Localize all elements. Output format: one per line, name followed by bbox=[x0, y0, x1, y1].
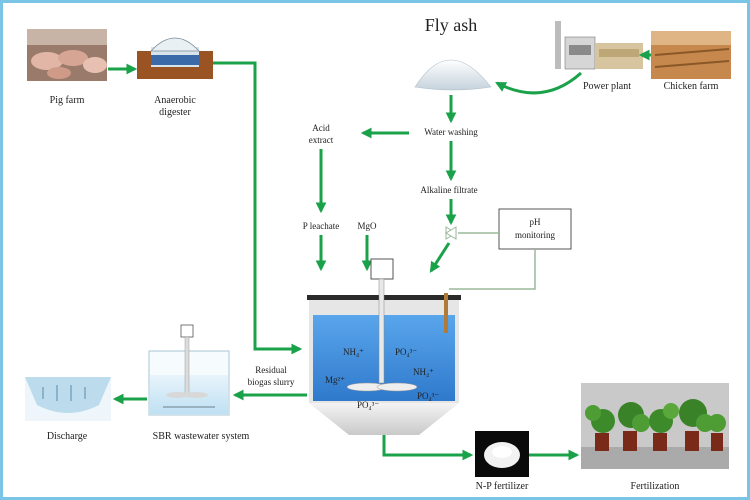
p-leachate-label: P leachate bbox=[303, 221, 339, 231]
fly-ash-label: Fly ash bbox=[425, 15, 478, 35]
pig-farm-image bbox=[27, 29, 107, 81]
ph-monitoring-label-line1: pH bbox=[530, 217, 542, 227]
arrow-valve-to-tank bbox=[429, 242, 451, 273]
ion-po4-bottom: PO₄³⁻ bbox=[357, 400, 379, 410]
anaerobic-digester-label-line1: Anaerobic bbox=[154, 95, 196, 106]
chicken-farm-image bbox=[651, 31, 731, 79]
mgo-label: MgO bbox=[357, 221, 377, 231]
anaerobic-digester-label-line2: digester bbox=[159, 107, 191, 118]
residual-slurry-label-line2: biogas slurry bbox=[248, 377, 295, 387]
fertilization-image bbox=[581, 383, 729, 469]
ph-monitoring-label-line2: monitoring bbox=[515, 230, 555, 240]
ion-mg: Mg²⁺ bbox=[325, 375, 345, 385]
water-washing-label: Water washing bbox=[424, 127, 478, 137]
process-diagram: Pig farm Anaerobic digester Fly ash Powe… bbox=[25, 15, 731, 492]
ion-po4-top: PO₄³⁻ bbox=[395, 347, 417, 357]
anaerobic-digester-image bbox=[137, 37, 213, 79]
np-fertilizer-image bbox=[475, 431, 529, 477]
power-plant-image bbox=[555, 21, 643, 70]
ion-nh4-top: NH₄⁺ bbox=[343, 347, 364, 357]
valve-icon bbox=[445, 226, 457, 240]
acid-extract-label-line2: extract bbox=[309, 135, 334, 145]
alkaline-filtrate-label: Alkaline filtrate bbox=[420, 185, 477, 195]
discharge-label: Discharge bbox=[47, 431, 88, 442]
acid-extract-label-line1: Acid bbox=[312, 123, 330, 133]
arrow-tank-to-fertilizer bbox=[382, 435, 474, 461]
pig-farm-label: Pig farm bbox=[50, 95, 85, 106]
ion-po4-right: PO₄³⁻ bbox=[417, 391, 439, 401]
chicken-farm-label: Chicken farm bbox=[664, 81, 719, 92]
fertilization-label: Fertilization bbox=[631, 481, 680, 492]
ph-link-probe bbox=[449, 249, 536, 290]
ion-nh4-right: NH₄⁺ bbox=[413, 367, 434, 377]
sbr-tank-image bbox=[148, 324, 230, 416]
sbr-system-label: SBR wastewater system bbox=[153, 431, 250, 442]
residual-slurry-label-line1: Residual bbox=[255, 365, 287, 375]
discharge-image bbox=[25, 377, 111, 421]
reaction-tank bbox=[307, 258, 461, 435]
np-fertilizer-label: N-P fertilizer bbox=[476, 481, 529, 492]
power-plant-label: Power plant bbox=[583, 81, 631, 92]
fly-ash-pile bbox=[414, 59, 492, 91]
arrow-powerplant-to-flyash bbox=[495, 71, 582, 95]
arrow-digester-to-tank bbox=[213, 61, 303, 355]
ph-monitoring-box bbox=[498, 208, 572, 250]
